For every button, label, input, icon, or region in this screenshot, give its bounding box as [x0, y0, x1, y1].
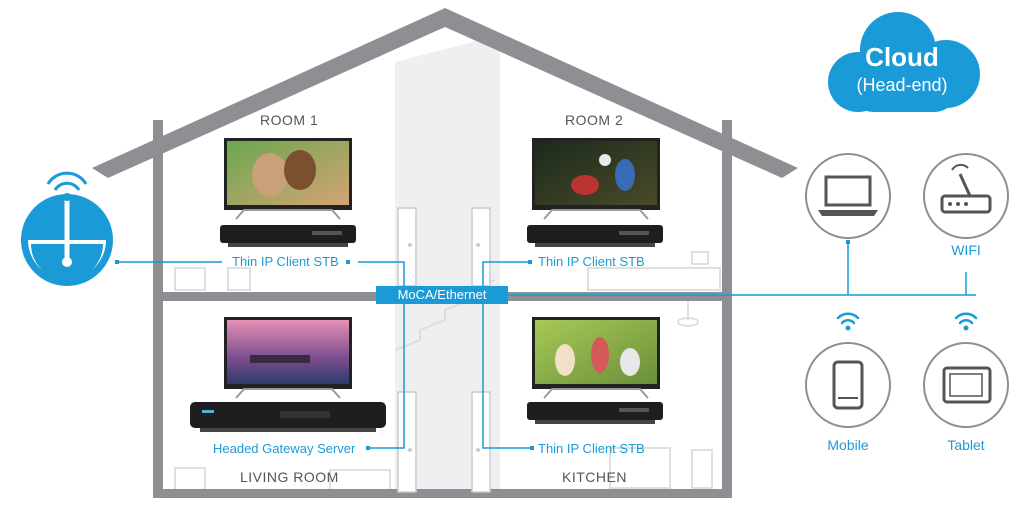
wifi-label: WIFI: [951, 242, 981, 258]
laptop-icon: [805, 153, 891, 239]
tablet-icon: [923, 342, 1009, 428]
wifi-signal-icon: [954, 312, 978, 325]
living-room-label: LIVING ROOM: [240, 469, 339, 485]
kitchen-label: KITCHEN: [562, 469, 627, 485]
cloud-icon: [828, 12, 980, 112]
stb-room1-label: Thin IP Client STB: [232, 254, 339, 269]
tablet-label: Tablet: [947, 437, 985, 453]
left-wall: [153, 120, 163, 498]
room2-label: ROOM 2: [565, 112, 624, 128]
router-icon: [923, 153, 1009, 239]
network-lines: [118, 242, 976, 449]
stb-kitchen-label: Thin IP Client STB: [538, 441, 645, 456]
satellite-dish-icon: [21, 171, 113, 286]
set-top-box-icon: [527, 402, 663, 424]
set-top-box-icon: [527, 225, 663, 247]
set-top-box-icon: [220, 225, 356, 247]
tv-living-room: [224, 317, 352, 399]
moca-ethernet-label: MoCA/Ethernet: [376, 286, 508, 304]
mobile-phone-icon: [805, 342, 891, 428]
interior-furniture: [174, 251, 721, 491]
room1-label: ROOM 1: [260, 112, 319, 128]
tv-room1: [224, 138, 352, 220]
cloud-title: Cloud: [865, 42, 939, 72]
tv-kitchen: [532, 317, 660, 399]
gateway-label: Headed Gateway Server: [213, 441, 356, 456]
cloud-subtitle: (Head-end): [856, 75, 948, 95]
mobile-label: Mobile: [827, 437, 869, 453]
house-base: [153, 489, 732, 498]
wifi-signal-icon: [836, 312, 860, 325]
stb-room2-label: Thin IP Client STB: [538, 254, 645, 269]
gateway-box-icon: [190, 402, 386, 432]
staircase-column: [395, 35, 500, 497]
right-wall: [722, 120, 732, 498]
tv-room2: [532, 138, 660, 220]
